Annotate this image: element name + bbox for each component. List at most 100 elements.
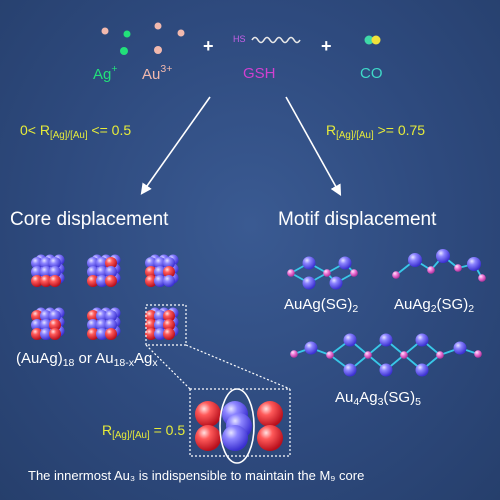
sulfur-atom bbox=[436, 351, 444, 359]
cluster-atom bbox=[163, 310, 175, 322]
metal-atom bbox=[343, 363, 357, 377]
cluster-atom bbox=[96, 257, 108, 269]
metal-atom bbox=[467, 257, 481, 271]
sulfur-atom bbox=[287, 269, 295, 277]
core-displacement-heading: Core displacement bbox=[10, 209, 169, 230]
plus-sign-1: + bbox=[203, 36, 214, 56]
cluster-atom bbox=[154, 266, 166, 278]
bottom-caption: The innermost Au₃ is indispensible to ma… bbox=[28, 468, 365, 483]
core-cluster-group bbox=[31, 254, 179, 340]
sulfur-atom bbox=[392, 271, 400, 279]
cluster-atom bbox=[49, 328, 61, 340]
gsh-label: GSH bbox=[243, 65, 276, 82]
cluster-atom bbox=[145, 319, 157, 331]
cluster-atom bbox=[49, 319, 61, 331]
core-cluster bbox=[145, 254, 179, 287]
cluster-atom bbox=[154, 319, 166, 331]
cluster-atom bbox=[49, 266, 61, 278]
arrow-to-core bbox=[140, 96, 211, 195]
co-oxygen-atom bbox=[371, 35, 381, 45]
left-ratio-condition: 0< R[Ag]/[Au] <= 0.5 bbox=[20, 122, 132, 141]
cluster-atom bbox=[145, 275, 157, 287]
core-cluster bbox=[145, 307, 179, 340]
cluster-atom bbox=[145, 266, 157, 278]
motif-displacement-heading: Motif displacement bbox=[278, 209, 437, 230]
cluster-atom bbox=[105, 328, 117, 340]
cluster-atom bbox=[49, 275, 61, 287]
innermost-au3-highlight bbox=[219, 388, 255, 464]
co-carbon-atom bbox=[364, 35, 374, 45]
zoom-red-atom bbox=[257, 401, 283, 427]
cluster-atom bbox=[105, 266, 117, 278]
cluster-atom bbox=[87, 275, 99, 287]
right-ratio-condition: R[Ag]/[Au] >= 0.75 bbox=[326, 122, 426, 141]
sulfur-atom bbox=[427, 266, 435, 274]
metal-atom bbox=[415, 363, 429, 377]
sulfur-atom bbox=[474, 350, 482, 358]
metal-atom bbox=[329, 276, 343, 290]
motif-3-label: Au4Ag3(SG)5 bbox=[335, 389, 421, 408]
cluster-atom bbox=[96, 328, 108, 340]
metal-atom bbox=[338, 256, 352, 270]
sulfur-atom bbox=[326, 351, 334, 359]
cluster-atom bbox=[31, 319, 43, 331]
ag-ion-label: Ag+ bbox=[93, 63, 118, 83]
zoom-red-atom bbox=[195, 401, 221, 427]
co-label: CO bbox=[360, 65, 383, 82]
zoom-line-left bbox=[145, 344, 191, 390]
metal-atom bbox=[302, 256, 316, 270]
metal-atom bbox=[379, 333, 393, 347]
auag-sg2-motif bbox=[287, 256, 358, 290]
cluster-atom bbox=[31, 257, 43, 269]
core-cluster bbox=[87, 254, 121, 287]
cluster-atom bbox=[163, 275, 175, 287]
cluster-atom bbox=[145, 257, 157, 269]
cluster-atom bbox=[40, 319, 52, 331]
metal-atom bbox=[408, 253, 422, 267]
selection-box bbox=[145, 304, 187, 346]
staple-motif bbox=[392, 249, 486, 282]
cluster-atom bbox=[96, 266, 108, 278]
cluster-atom bbox=[40, 328, 52, 340]
cluster-atom bbox=[40, 310, 52, 322]
au-dot-2 bbox=[154, 22, 162, 30]
cluster-atom bbox=[163, 266, 175, 278]
zoomed-m9-core bbox=[195, 388, 283, 464]
cluster-atom bbox=[96, 319, 108, 331]
zoom-blue-atom bbox=[222, 425, 248, 451]
au4ag3-sg5-motif bbox=[290, 333, 482, 377]
metal-atom bbox=[415, 333, 429, 347]
cluster-atom bbox=[40, 266, 52, 278]
zoom-red-atom bbox=[257, 425, 283, 451]
cluster-atom bbox=[96, 310, 108, 322]
cluster-atom bbox=[105, 319, 117, 331]
arrow-to-motif bbox=[285, 96, 342, 196]
cluster-atom bbox=[154, 275, 166, 287]
cluster-atom bbox=[87, 266, 99, 278]
metal-atom bbox=[304, 341, 318, 355]
cluster-atom bbox=[145, 328, 157, 340]
au-dot-3 bbox=[177, 29, 185, 37]
cluster-atom bbox=[40, 275, 52, 287]
cluster-atom bbox=[105, 275, 117, 287]
zoom-line-right bbox=[185, 344, 291, 390]
cluster-atom bbox=[49, 310, 61, 322]
cluster-atom bbox=[105, 310, 117, 322]
cluster-atom bbox=[87, 310, 99, 322]
cluster-atom bbox=[96, 275, 108, 287]
cluster-atom bbox=[31, 328, 43, 340]
motif-1-label: AuAg(SG)2 bbox=[284, 296, 359, 315]
ag-dot-1 bbox=[123, 30, 131, 38]
cluster-atom bbox=[31, 310, 43, 322]
cluster-atom bbox=[31, 266, 43, 278]
motif-group bbox=[287, 249, 486, 377]
cluster-atom bbox=[154, 328, 166, 340]
ag-dot-2 bbox=[120, 47, 128, 55]
core-formula-label: (AuAg)18 or Au18-xAgx bbox=[16, 350, 158, 369]
cluster-atom bbox=[163, 257, 175, 269]
ratio-equal-label: R[Ag]/[Au] = 0.5 bbox=[102, 422, 186, 441]
sulfur-atom bbox=[400, 351, 408, 359]
cluster-atom bbox=[154, 310, 166, 322]
sulfur-atom bbox=[350, 269, 358, 277]
